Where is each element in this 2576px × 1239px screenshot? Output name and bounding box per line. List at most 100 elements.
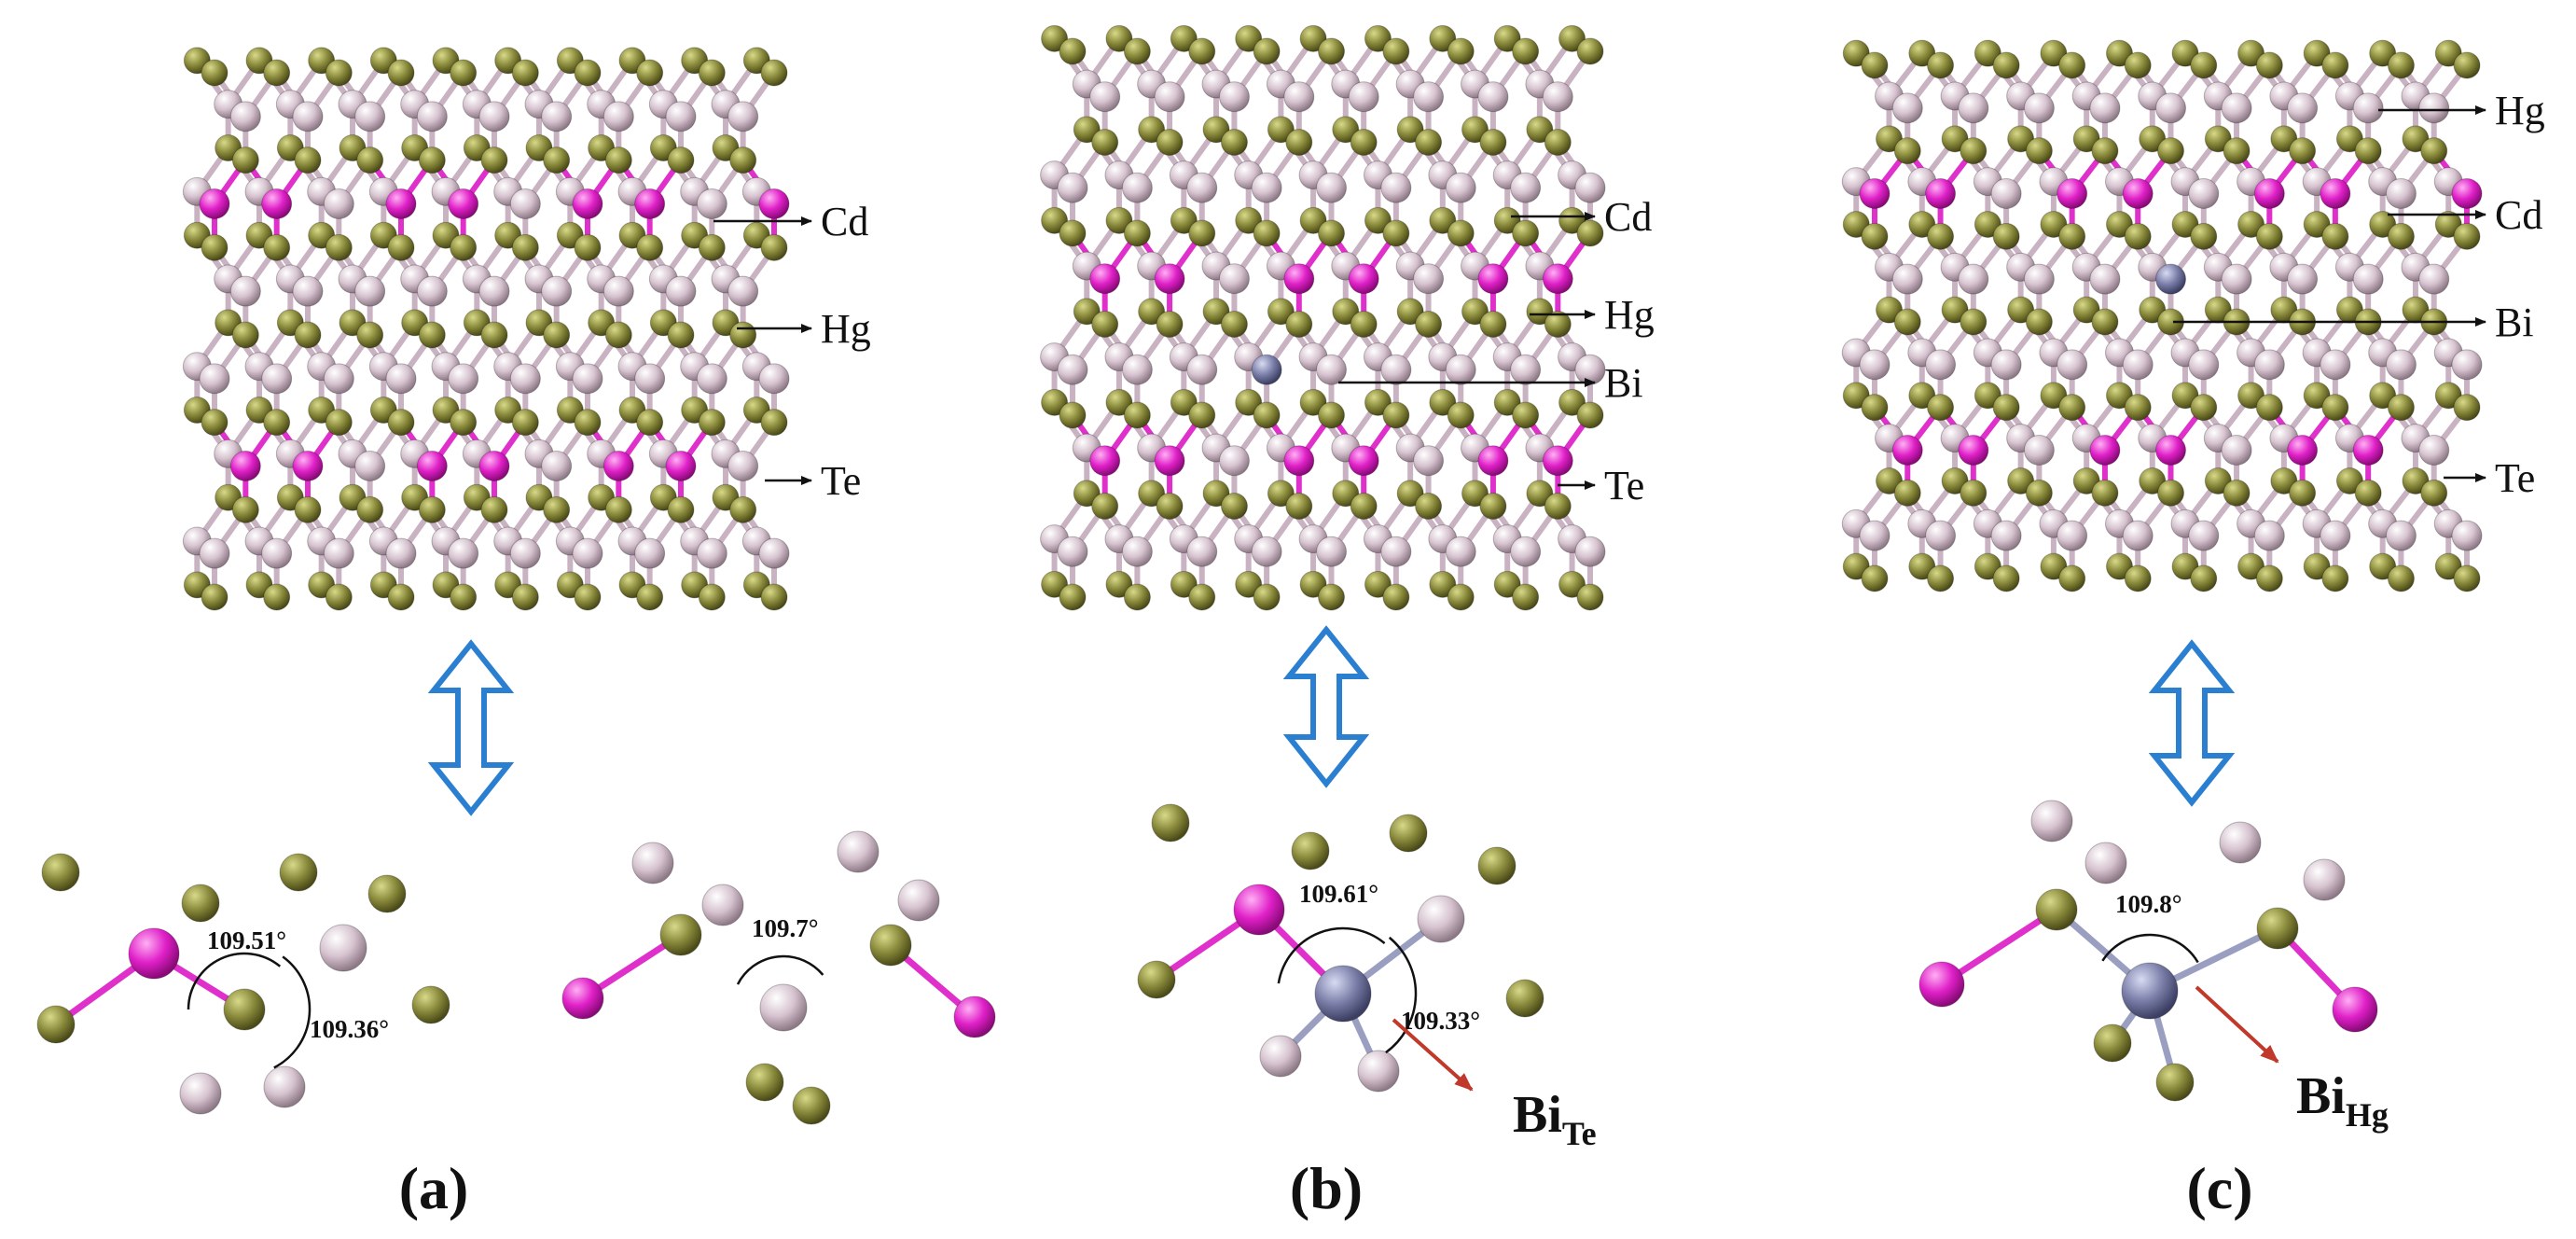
te-atom	[2007, 125, 2035, 153]
hg-atom	[199, 537, 230, 569]
te-atom	[279, 853, 318, 892]
te-atom	[2025, 137, 2053, 165]
te-atom	[698, 583, 726, 611]
te-atom	[1138, 480, 1166, 508]
hg-atom	[2219, 821, 2262, 864]
te-atom	[636, 59, 664, 87]
te-atom	[1415, 311, 1443, 338]
cd-atom	[1154, 445, 1185, 477]
te-atom	[1091, 129, 1119, 156]
hg-atom	[263, 1065, 306, 1108]
te-atom	[667, 146, 695, 174]
te-atom	[1105, 206, 1133, 234]
cd-atom	[2332, 986, 2378, 1033]
te-atom	[2124, 222, 2152, 250]
angle-label: 109.51°	[207, 926, 286, 954]
te-atom	[325, 233, 353, 261]
te-atom	[1137, 960, 1176, 999]
element-label: Cd	[1604, 194, 1652, 240]
te-atom	[2369, 39, 2397, 67]
element-label: Bi	[1604, 360, 1643, 406]
te-atom	[1927, 394, 1955, 422]
te-atom	[1512, 37, 1540, 65]
te-atom	[636, 233, 664, 261]
te-atom	[418, 495, 446, 523]
te-atom	[1220, 129, 1248, 156]
te-atom	[2453, 222, 2481, 250]
hg-atom	[229, 275, 261, 307]
te-atom	[2124, 394, 2152, 422]
hg-atom	[1445, 536, 1476, 567]
te-atom	[1105, 388, 1133, 416]
hg-atom	[1859, 349, 1890, 381]
te-atom	[1235, 388, 1263, 416]
angle-label: 109.7°	[752, 914, 819, 942]
te-atom	[2105, 39, 2133, 67]
hg-atom	[1121, 354, 1153, 385]
hg-atom	[2057, 520, 2088, 551]
te-atom	[1123, 401, 1151, 429]
te-atom	[1893, 137, 1921, 165]
te-atom	[1493, 24, 1521, 52]
angle-arc	[1277, 926, 1386, 984]
te-atom	[450, 583, 478, 611]
te-atom	[2007, 296, 2035, 324]
te-atom	[1285, 129, 1313, 156]
element-label: Cd	[2495, 192, 2542, 238]
te-atom	[1059, 401, 1087, 429]
te-atom	[2091, 479, 2119, 507]
bond-angle-fragments-a: 109.51°109.36°109.7°	[36, 830, 996, 1125]
te-atom	[418, 321, 446, 349]
angle-label: 109.61°	[1299, 880, 1378, 908]
te-atom	[1253, 401, 1281, 429]
te-atom	[574, 583, 602, 611]
hg-atom	[199, 363, 230, 395]
te-atom	[1332, 116, 1360, 144]
lattice-atoms	[1841, 39, 2483, 592]
te-atom	[367, 874, 407, 913]
cd-atom	[385, 188, 417, 219]
te-atom	[2303, 382, 2331, 410]
te-atom	[2072, 467, 2100, 494]
hg-atom	[179, 1072, 222, 1115]
crystal-lattice-c	[1841, 39, 2483, 592]
cd-atom	[1348, 445, 1379, 477]
te-atom	[2402, 125, 2430, 153]
hg-atom	[2418, 92, 2450, 124]
te-atom	[1059, 583, 1087, 611]
te-atom	[1382, 583, 1410, 611]
hg-atom	[1445, 354, 1476, 385]
te-atom	[1318, 583, 1345, 611]
cd-atom	[292, 451, 324, 481]
te-atom	[1235, 206, 1263, 234]
te-atom	[2335, 125, 2363, 153]
te-atom	[1285, 493, 1313, 520]
te-atom	[294, 146, 322, 174]
cd-atom	[1891, 435, 1923, 466]
hg-atom	[1259, 1035, 1302, 1078]
te-atom	[263, 59, 291, 87]
hg-atom	[1218, 81, 1250, 113]
te-atom	[2369, 211, 2397, 238]
te-atom	[1220, 493, 1248, 520]
hg-atom	[837, 830, 879, 873]
hg-atom	[1413, 445, 1445, 477]
hg-atom	[1510, 354, 1542, 385]
te-atom	[263, 409, 291, 437]
te-atom	[1861, 394, 1889, 422]
te-atom	[1350, 493, 1378, 520]
te-atom	[1170, 388, 1198, 416]
te-atom	[1350, 129, 1378, 156]
te-atom	[201, 409, 229, 437]
te-atom	[1364, 24, 1392, 52]
hg-atom	[701, 884, 744, 926]
te-atom	[1170, 206, 1198, 234]
te-atom	[1170, 24, 1198, 52]
te-atom	[1512, 401, 1540, 429]
hg-atom	[229, 101, 261, 132]
hg-atom	[1574, 536, 1606, 567]
te-atom	[1299, 24, 1327, 52]
hg-atom	[2418, 263, 2450, 295]
